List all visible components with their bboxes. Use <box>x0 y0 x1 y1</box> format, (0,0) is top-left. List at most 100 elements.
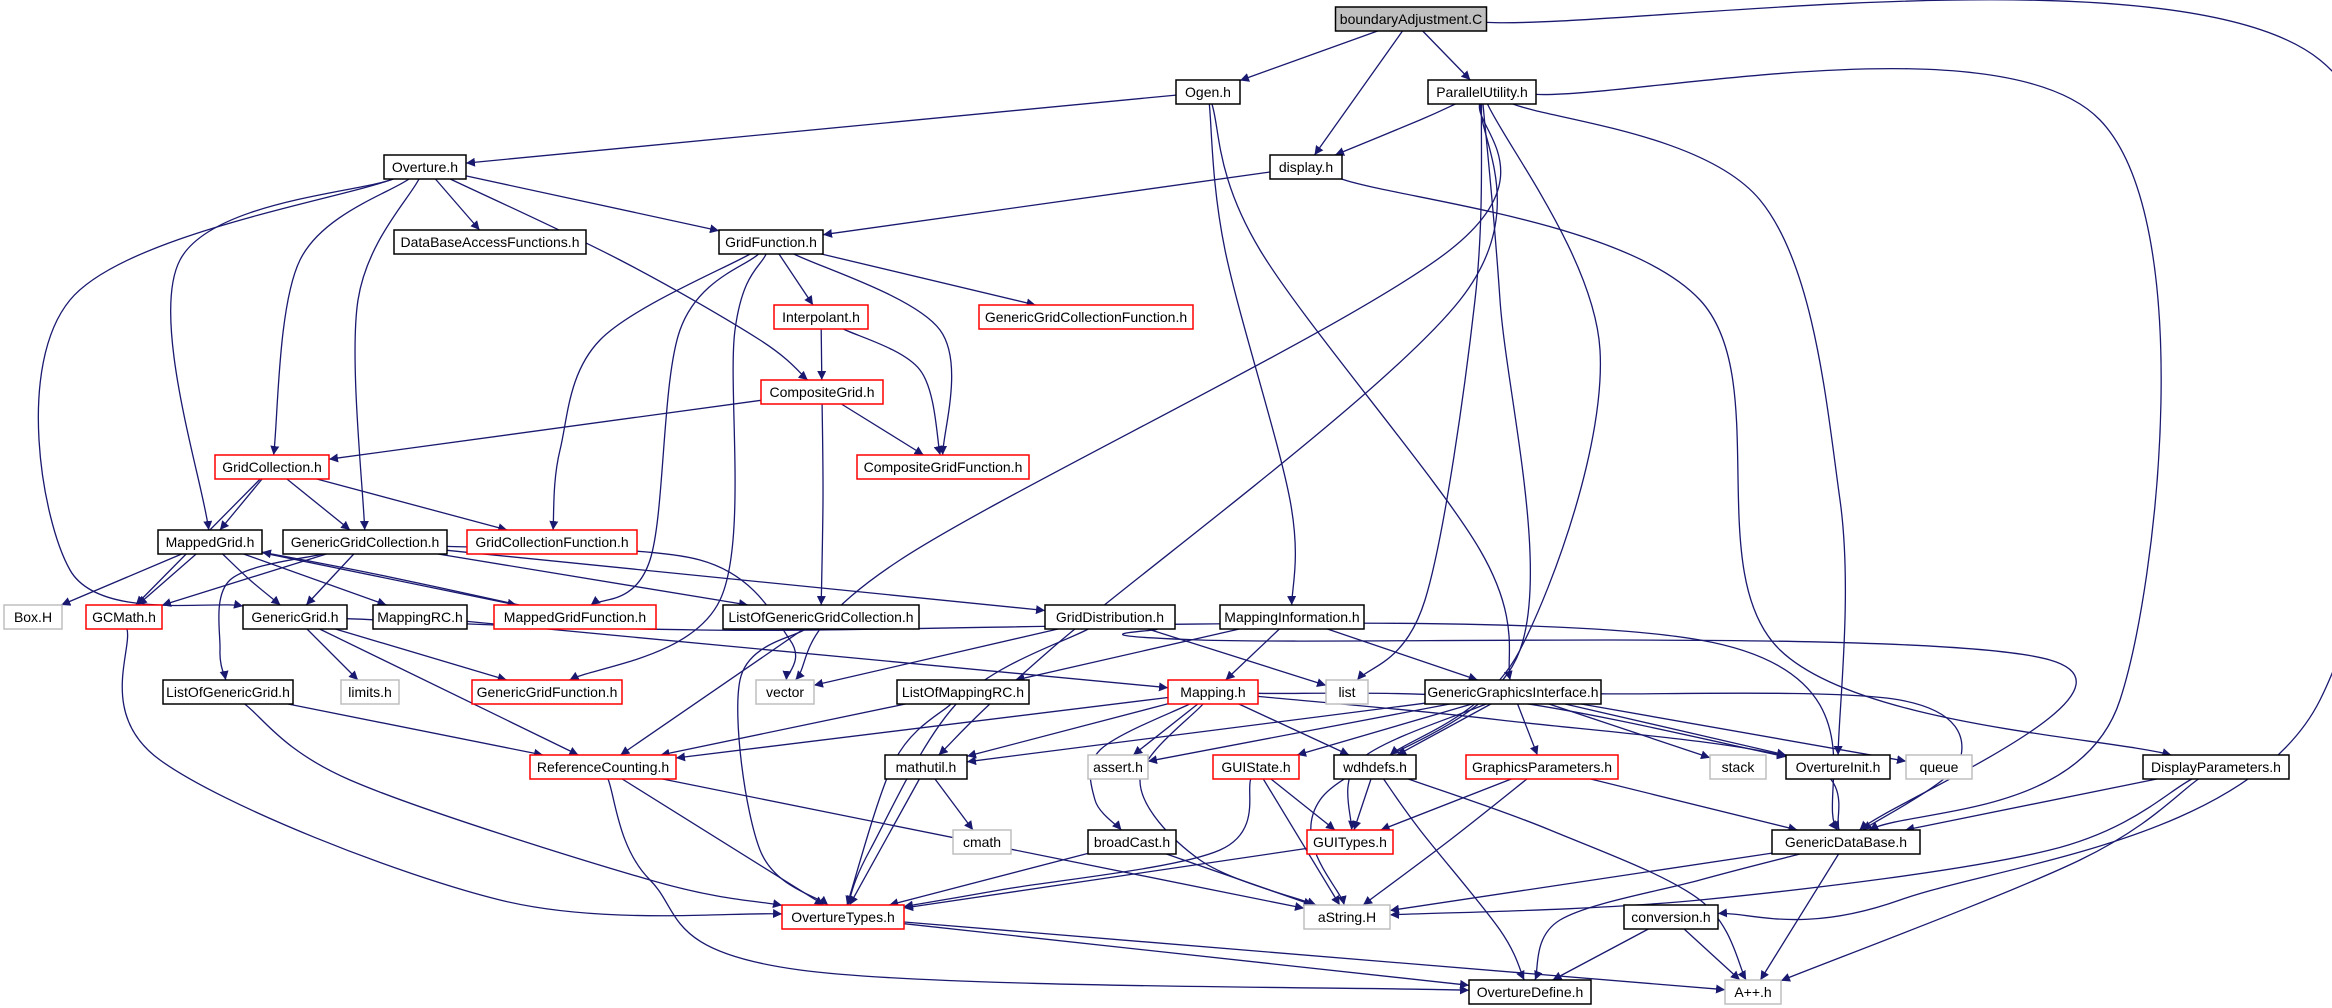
node-GridDistribution[interactable]: GridDistribution.h <box>1044 604 1176 630</box>
node-GenericDataBase[interactable]: GenericDataBase.h <box>1771 829 1921 855</box>
node-stack[interactable]: stack <box>1709 754 1767 780</box>
node-Ogen[interactable]: Ogen.h <box>1175 79 1241 105</box>
node-GraphicsParameters[interactable]: GraphicsParameters.h <box>1465 754 1619 780</box>
edge-display-to-DisplayParameters <box>1341 178 2172 758</box>
node-box <box>978 304 1194 330</box>
edge-MappedGrid-to-GenericGrid <box>222 553 281 606</box>
edge-GridFunction-to-MappedGridFunction <box>590 253 760 606</box>
edge-MappingInformation-to-Mapping <box>1225 628 1280 681</box>
node-label: MappedGridFunction.h <box>504 609 646 625</box>
node-GridCollection[interactable]: GridCollection.h <box>214 454 330 480</box>
node-ListOfGenericGrid[interactable]: ListOfGenericGrid.h <box>162 679 294 705</box>
edge-GridDistribution-to-OvertureTypes <box>846 628 1089 906</box>
node-GCMath[interactable]: GCMath.h <box>85 604 163 630</box>
edge-display-to-GridFunction <box>822 171 1271 238</box>
edge-wdhdefs-to-GUITypes <box>1352 778 1372 831</box>
node-queue[interactable]: queue <box>1905 754 1973 780</box>
node-box <box>773 304 869 330</box>
node-label: OvertureDefine.h <box>1477 984 1584 1000</box>
node-CompositeGrid[interactable]: CompositeGrid.h <box>760 379 884 405</box>
node-MappedGridFunction[interactable]: MappedGridFunction.h <box>493 604 657 630</box>
node-label: aString.H <box>1318 909 1376 925</box>
node-box <box>471 679 623 705</box>
node-GenericGraphicsInterface[interactable]: GenericGraphicsInterface.h <box>1424 679 1602 705</box>
edge-GenericGraphicsInterface-to-mathutil <box>966 702 1426 766</box>
node-Overture[interactable]: Overture.h <box>383 154 467 180</box>
node-BoxH[interactable]: Box.H <box>3 604 63 630</box>
node-box <box>1087 829 1177 855</box>
node-box <box>1905 754 1973 780</box>
edge-Overture-to-MappedGrid <box>170 178 394 531</box>
node-ListOfMappingRC[interactable]: ListOfMappingRC.h <box>896 679 1030 705</box>
node-box <box>85 604 163 630</box>
node-GenericGridFunction[interactable]: GenericGridFunction.h <box>471 679 623 705</box>
node-GUIState[interactable]: GUIState.h <box>1212 754 1300 780</box>
node-Interpolant[interactable]: Interpolant.h <box>773 304 869 330</box>
edge-ParallelUtility-to-GenericDataBase <box>1535 67 2162 831</box>
node-label: GraphicsParameters.h <box>1472 759 1612 775</box>
node-GenericGrid[interactable]: GenericGrid.h <box>242 604 348 630</box>
node-cmath[interactable]: cmath <box>952 829 1012 855</box>
node-DisplayParameters[interactable]: DisplayParameters.h <box>2142 754 2290 780</box>
node-vector[interactable]: vector <box>755 679 815 705</box>
node-box <box>718 229 824 255</box>
node-mathutil[interactable]: mathutil.h <box>884 754 968 780</box>
node-box <box>1219 604 1365 630</box>
node-conversion[interactable]: conversion.h <box>1623 904 1719 930</box>
edge-Overture-to-GenericGridCollection <box>354 178 420 531</box>
node-box <box>1044 604 1176 630</box>
node-label: Overture.h <box>392 159 458 175</box>
node-GridCollectionFunction[interactable]: GridCollectionFunction.h <box>466 529 638 555</box>
node-MappedGrid[interactable]: MappedGrid.h <box>157 529 263 555</box>
node-label: ReferenceCounting.h <box>537 759 669 775</box>
node-label: broadCast.h <box>1094 834 1170 850</box>
node-OvertureTypes[interactable]: OvertureTypes.h <box>781 904 905 930</box>
node-box <box>2142 754 2290 780</box>
node-list[interactable]: list <box>1325 679 1369 705</box>
node-boundaryAdjustment[interactable]: boundaryAdjustment.C <box>1334 6 1488 32</box>
node-GridFunction[interactable]: GridFunction.h <box>718 229 824 255</box>
node-ParallelUtility[interactable]: ParallelUtility.h <box>1427 79 1537 105</box>
node-limits[interactable]: limits.h <box>340 679 400 705</box>
node-GUITypes[interactable]: GUITypes.h <box>1306 829 1394 855</box>
edge-GenericDataBase-to-App <box>1759 853 1840 981</box>
edge-MappedGrid-to-MappingRC <box>243 553 387 607</box>
node-DataBaseAccessFunctions[interactable]: DataBaseAccessFunctions.h <box>393 229 587 255</box>
edge-GenericGrid-to-limits <box>306 628 359 681</box>
node-GenericGridCollection[interactable]: GenericGridCollection.h <box>282 529 448 555</box>
node-box <box>157 529 263 555</box>
edge-GenericGraphicsInterface-to-stack <box>1548 703 1711 760</box>
node-MappingRC[interactable]: MappingRC.h <box>372 604 468 630</box>
edge-ListOfMappingRC-to-OvertureTypes <box>845 703 952 906</box>
node-broadCast[interactable]: broadCast.h <box>1087 829 1177 855</box>
edge-GenericGraphicsInterface-to-assert <box>1147 703 1450 765</box>
node-aString[interactable]: aString.H <box>1303 904 1391 930</box>
node-ListOfGenericGridCollection[interactable]: ListOfGenericGridCollection.h <box>722 604 920 630</box>
node-label: GenericGrid.h <box>251 609 338 625</box>
node-label: Mapping.h <box>1180 684 1245 700</box>
node-GenericGridCollectionFunction[interactable]: GenericGridCollectionFunction.h <box>978 304 1194 330</box>
node-box <box>1468 979 1592 1005</box>
node-CompositeGridFunction[interactable]: CompositeGridFunction.h <box>856 454 1030 480</box>
node-label: MappingInformation.h <box>1224 609 1359 625</box>
edge-GenericGraphicsInterface-to-wdhdefs <box>1396 703 1492 756</box>
edge-ListOfGenericGrid-to-ReferenceCounting <box>287 703 544 758</box>
node-label: Ogen.h <box>1185 84 1231 100</box>
edge-GraphicsParameters-to-GUITypes <box>1380 778 1512 831</box>
edge-GenericGridCollection-to-GridDistribution <box>446 549 1046 615</box>
node-ReferenceCounting[interactable]: ReferenceCounting.h <box>529 754 677 780</box>
node-Mapping[interactable]: Mapping.h <box>1167 679 1259 705</box>
node-wdhdefs[interactable]: wdhdefs.h <box>1333 754 1417 780</box>
edge-GridDistribution-to-vector <box>813 628 1059 688</box>
edge-CompositeGrid-to-CompositeGridFunction <box>841 403 924 456</box>
node-OvertureDefine[interactable]: OvertureDefine.h <box>1468 979 1592 1005</box>
node-MappingInformation[interactable]: MappingInformation.h <box>1219 604 1365 630</box>
node-label: OvertureInit.h <box>1796 759 1881 775</box>
node-label: ListOfGenericGrid.h <box>166 684 290 700</box>
node-assert[interactable]: assert.h <box>1087 754 1149 780</box>
node-display[interactable]: display.h <box>1269 154 1343 180</box>
node-App[interactable]: A++.h <box>1724 979 1782 1005</box>
node-OvertureInit[interactable]: OvertureInit.h <box>1785 754 1891 780</box>
node-box <box>1333 754 1417 780</box>
node-box <box>493 604 657 630</box>
